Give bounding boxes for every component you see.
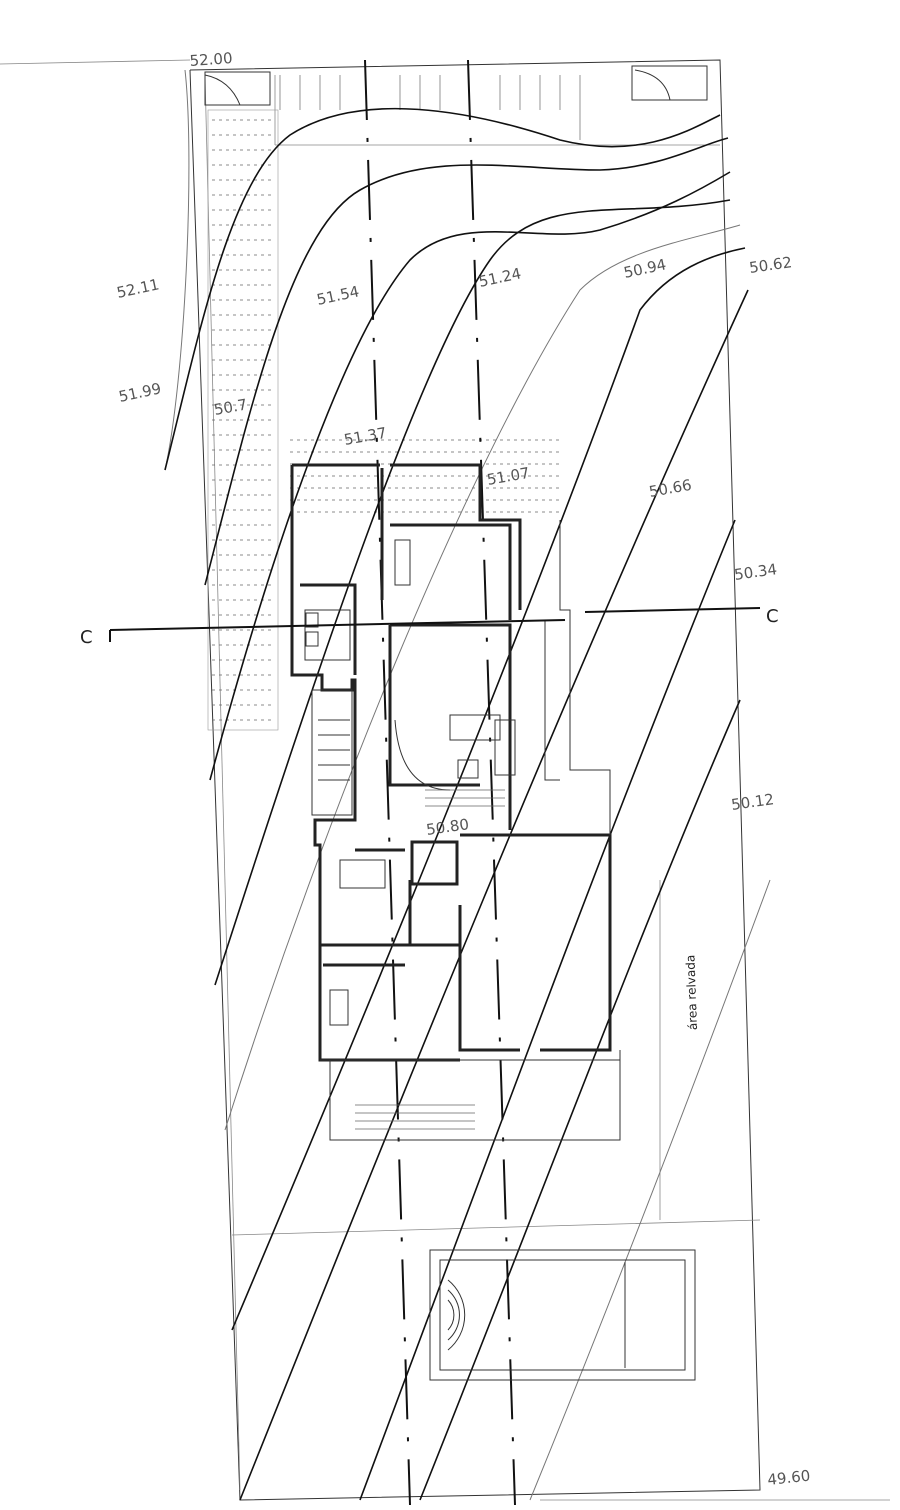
elevation-51-99: 51.99 — [117, 379, 163, 406]
plot-boundary — [0, 59, 890, 1501]
elevation-51-07: 51.07 — [486, 464, 531, 489]
section-label-left: C — [80, 627, 93, 648]
elevation-49-60: 49.60 — [767, 1467, 812, 1489]
fence-detail — [204, 65, 708, 140]
elevation-50-62: 50.62 — [748, 253, 793, 277]
elevation-50-94: 50.94 — [622, 255, 668, 282]
contour-lines — [164, 69, 771, 1501]
elevation-50-66: 50.66 — [648, 476, 693, 501]
elevation-50-34: 50.34 — [733, 560, 778, 584]
elevation-51-54: 51.54 — [315, 282, 361, 309]
lawn-area-label: área relvada — [683, 955, 700, 1031]
section-line-c: C C — [80, 606, 779, 648]
grid-axes — [364, 59, 516, 1506]
elevation-52-11: 52.11 — [115, 275, 161, 302]
elevation-51-37: 51.37 — [343, 424, 388, 449]
section-label-right: C — [766, 606, 779, 627]
elevation-50-12: 50.12 — [730, 790, 775, 814]
house-walls — [290, 463, 621, 1141]
fixtures — [304, 539, 516, 1130]
elevation-50-80: 50.80 — [425, 815, 470, 839]
pool — [429, 1249, 696, 1381]
elevation-52-00: 52.00 — [189, 49, 233, 70]
elevation-50-7: 50.7 — [213, 395, 249, 419]
gravel-strip — [207, 109, 560, 731]
